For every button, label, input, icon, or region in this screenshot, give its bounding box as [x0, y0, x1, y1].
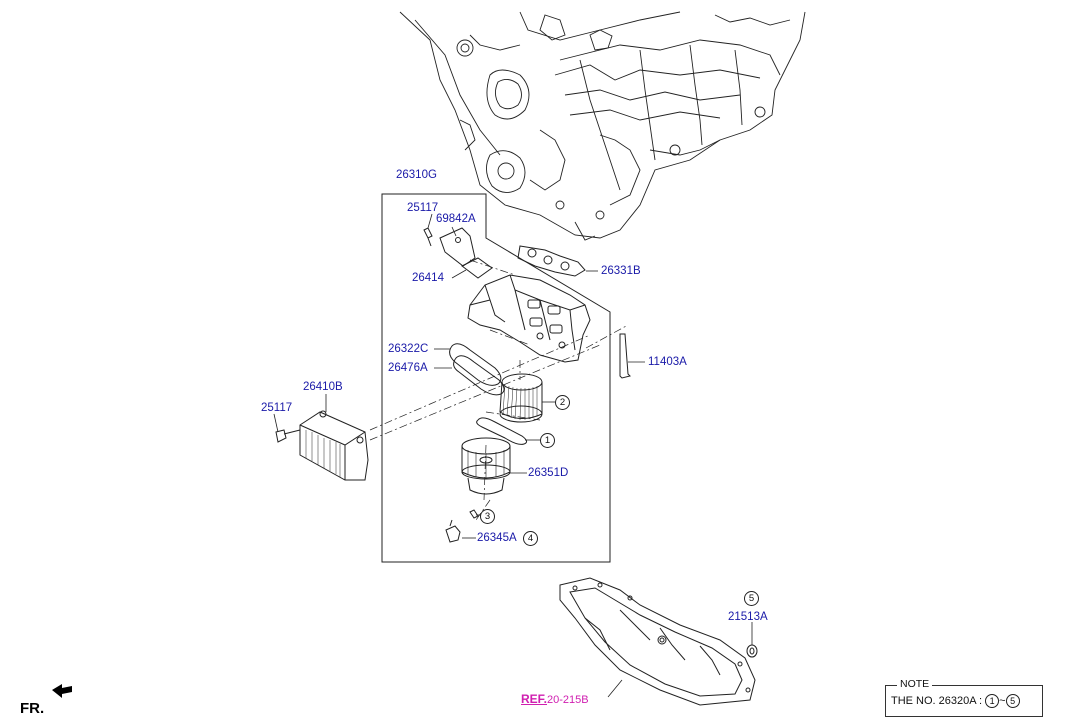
part-label-26322C[interactable]: 26322C	[388, 343, 429, 355]
oil-cooler-illustration	[299, 410, 369, 481]
front-direction-label: FR.	[20, 700, 45, 717]
callout-2[interactable]: 2	[555, 395, 570, 410]
part-label-26351D[interactable]: 26351D	[528, 467, 569, 479]
part-label-26414[interactable]: 26414	[412, 272, 444, 284]
oil-filter-element-illustration	[499, 373, 543, 423]
o-ring-illustration	[476, 417, 528, 445]
part-label-21513A[interactable]: 21513A	[728, 611, 768, 623]
gasket-26414-illustration	[461, 257, 493, 279]
part-label-25117-left[interactable]: 25117	[261, 402, 293, 414]
callout-5[interactable]: 5	[744, 591, 759, 606]
note-title: NOTE	[897, 678, 933, 690]
callout-1[interactable]: 1	[540, 433, 555, 448]
note-part-number: THE NO. 26320A :	[891, 694, 983, 707]
bolt-top-illustration	[423, 227, 433, 247]
note-text: THE NO. 26320A : 1~5	[891, 694, 1020, 708]
ref-code: 20-215B	[547, 694, 589, 706]
drain-plug-illustration	[445, 519, 461, 543]
reference-link-20-215B[interactable]: REF.20-215B	[521, 692, 589, 706]
note-range-start: 1	[985, 694, 1000, 708]
note-range-sep: ~	[999, 694, 1006, 707]
note-range-end: 5	[1005, 694, 1020, 708]
part-label-25117-top[interactable]: 25117	[407, 202, 439, 214]
part-label-26345A[interactable]: 26345A	[477, 532, 517, 544]
long-bolt-illustration	[619, 333, 631, 379]
seal-rings-illustration	[449, 343, 505, 396]
part-label-26410B[interactable]: 26410B	[303, 381, 343, 393]
part-label-69842A[interactable]: 69842A	[436, 213, 476, 225]
part-label-26310G[interactable]: 26310G	[396, 169, 437, 181]
engine-block-illustration	[399, 11, 806, 241]
part-label-11403A[interactable]: 11403A	[648, 356, 687, 368]
oil-filter-cap-illustration	[461, 437, 511, 495]
part-label-26476A[interactable]: 26476A	[388, 362, 428, 374]
bracket-illustration	[439, 227, 476, 267]
gasket-26331B-illustration	[517, 245, 586, 277]
part-label-26331B[interactable]: 26331B	[601, 265, 641, 277]
drain-washer-illustration	[746, 644, 758, 658]
front-direction-arrow-icon	[52, 684, 72, 698]
callout-4[interactable]: 4	[523, 531, 538, 546]
oil-pan-illustration	[559, 577, 756, 706]
ref-prefix: REF.	[521, 692, 548, 706]
callout-3[interactable]: 3	[480, 509, 495, 524]
bolt-left-illustration	[275, 429, 301, 443]
oil-filter-housing-illustration	[467, 274, 591, 363]
small-seal-illustration	[469, 509, 479, 519]
assembly-group-outline	[381, 193, 611, 563]
